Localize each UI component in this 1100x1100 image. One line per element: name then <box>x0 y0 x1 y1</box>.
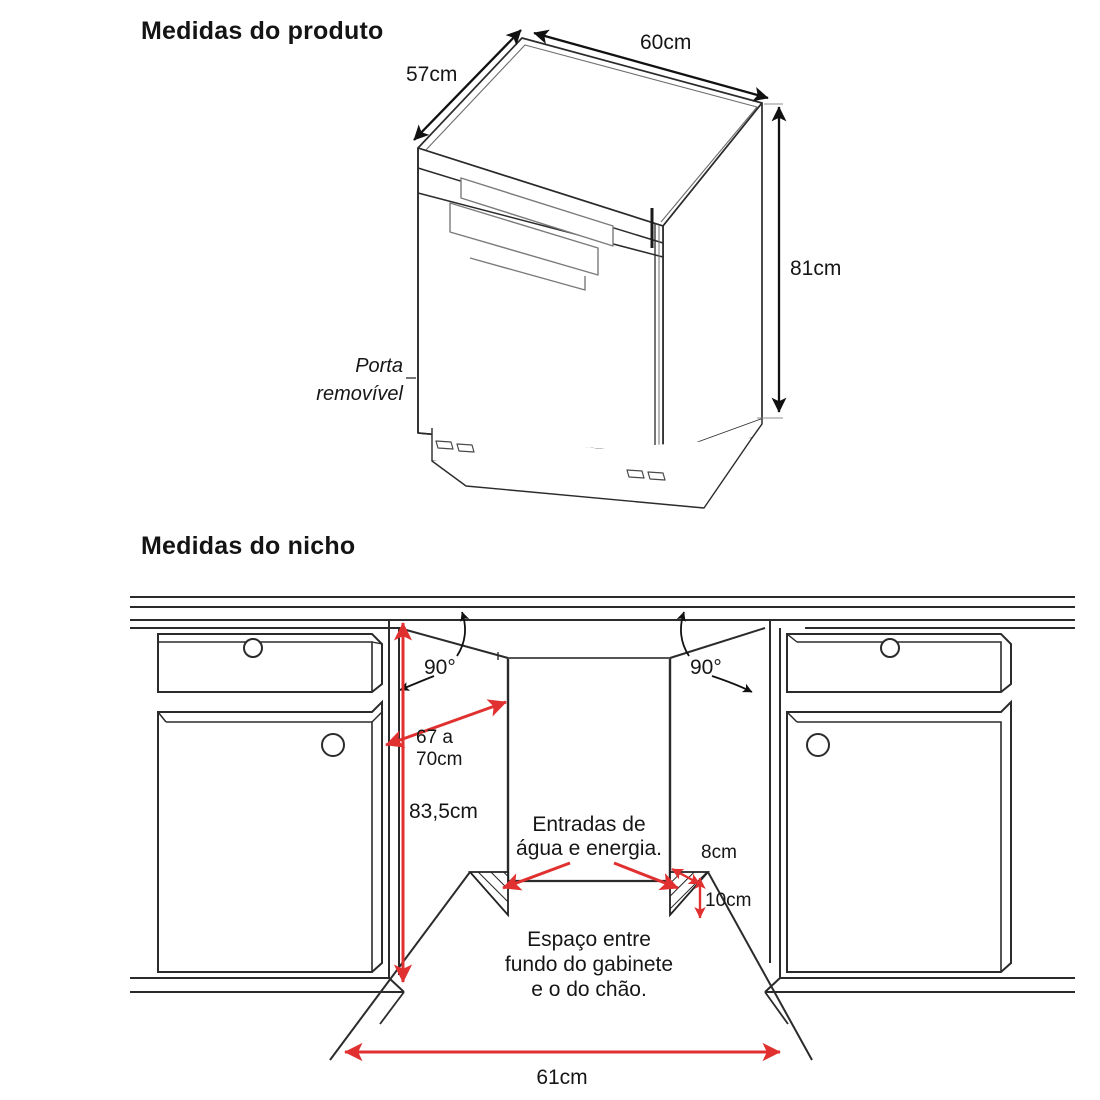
dimension-arrow-depth-67-70 <box>385 699 507 748</box>
baseboard-hatch-left <box>468 871 509 918</box>
dimension-arrow-width-60 <box>533 29 769 102</box>
label-door-note-line1: Porta <box>355 355 403 377</box>
label-depth-range-line2: 70cm <box>416 749 463 770</box>
floor-perspective-right <box>707 871 813 1061</box>
label-height-81: 81cm <box>790 257 842 280</box>
drawer-knob-right <box>880 638 900 658</box>
niche-dimension-arrows <box>344 622 781 1062</box>
angle-arc-right <box>676 611 690 657</box>
left-cabinet <box>130 620 405 993</box>
door-knob-right <box>806 733 830 757</box>
product-dimension-arrows <box>413 29 787 419</box>
niche-opening <box>398 627 766 883</box>
inlet-arrow-left <box>502 861 571 891</box>
label-width-61: 61cm <box>536 1066 588 1089</box>
niche-drawing <box>130 596 1075 1061</box>
product-isometric-drawing <box>417 37 763 509</box>
label-depth-57: 57cm <box>406 63 458 86</box>
label-width-60: 60cm <box>640 31 692 54</box>
angle-arc-left <box>456 611 470 657</box>
label-inlets-line1: Entradas de <box>532 813 646 836</box>
right-cabinet <box>764 620 1075 993</box>
drawer-knob-left <box>243 638 263 658</box>
angle-markers <box>399 611 753 693</box>
label-angle-left: 90° <box>424 656 456 679</box>
label-corner-10cm: 10cm <box>705 890 752 911</box>
label-height-835: 83,5cm <box>409 800 478 823</box>
section-title-produto: Medidas do produto <box>141 17 384 45</box>
label-corner-8cm: 8cm <box>701 842 737 863</box>
label-angle-right: 90° <box>690 656 722 679</box>
label-inlets-line2: água e energia. <box>516 837 662 860</box>
section-title-nicho: Medidas do nicho <box>141 532 356 560</box>
angle-leader-right <box>711 675 753 693</box>
label-floor-gap-line3: e o do chão. <box>531 978 647 1001</box>
label-depth-range-line1: 67 a <box>416 727 453 748</box>
label-door-note-line2: removível <box>316 383 403 405</box>
dimension-arrow-depth-57 <box>413 29 522 141</box>
inlet-arrow-right <box>613 861 679 891</box>
label-floor-gap-line2: fundo do gabinete <box>504 953 674 976</box>
label-floor-gap-line1: Espaço entre <box>527 928 651 951</box>
door-knob-left <box>321 733 345 757</box>
